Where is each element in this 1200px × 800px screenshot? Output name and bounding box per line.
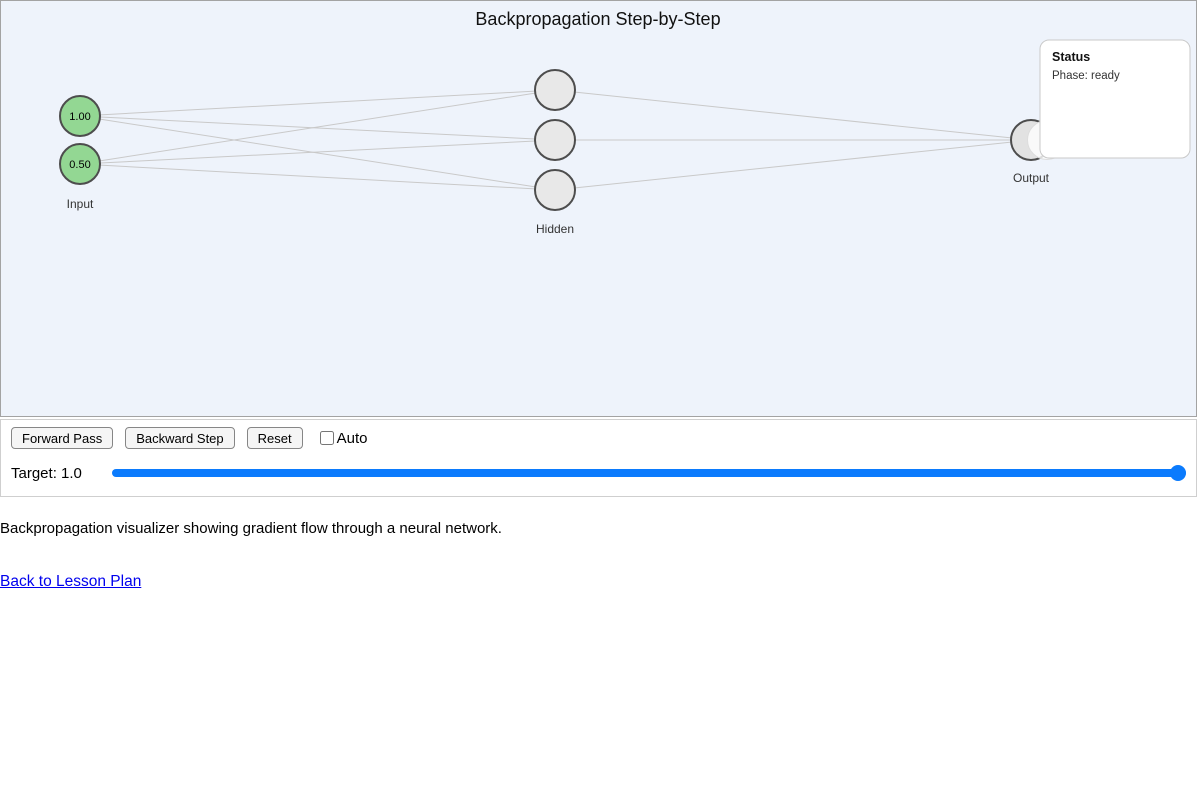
hidden-node-1[interactable] — [534, 69, 576, 111]
canvas-title: Backpropagation Step-by-Step — [475, 9, 720, 29]
input-node-2[interactable] — [59, 143, 101, 185]
status-panel-title: Status — [1052, 50, 1090, 64]
target-slider-row: Target: 1.0 — [11, 464, 1186, 482]
button-row: Forward Pass Backward Step Reset Auto — [11, 427, 1186, 449]
auto-checkbox[interactable] — [319, 431, 334, 445]
edge-i2-h2 — [79, 139, 556, 165]
input-node-2-value: 0.50 — [69, 159, 90, 171]
edges — [79, 89, 1032, 191]
back-link-wrap: Back to Lesson Plan — [0, 573, 1200, 591]
output-layer-label: Output — [1013, 171, 1050, 185]
hidden-node-2[interactable] — [534, 119, 576, 161]
network-svg: Backpropagation Step-by-Step 1.00 0.50 I… — [59, 9, 1191, 236]
edge-i1-h1 — [79, 89, 556, 117]
status-phase-text: Phase: ready — [1052, 70, 1120, 82]
input-layer-label: Input — [67, 197, 94, 211]
control-bar: Forward Pass Backward Step Reset Auto Ta… — [0, 419, 1197, 497]
reset-button[interactable]: Reset — [246, 427, 303, 449]
hidden-node-3[interactable] — [534, 169, 576, 211]
back-to-lesson-plan-link[interactable]: Back to Lesson Plan — [0, 573, 142, 590]
edge-i1-h3 — [79, 115, 556, 191]
hidden-layer-label: Hidden — [536, 222, 574, 236]
edge-i1-h2 — [79, 115, 556, 141]
input-node-1-value: 1.00 — [69, 111, 90, 123]
page-description: Backpropagation visualizer showing gradi… — [0, 520, 502, 537]
target-value-label: Target: 1.0 — [11, 464, 82, 482]
edge-i2-h3 — [79, 163, 556, 191]
forward-pass-button[interactable]: Forward Pass — [11, 427, 114, 449]
auto-checkbox-label: Auto — [336, 429, 368, 447]
backward-step-button[interactable]: Backward Step — [125, 427, 235, 449]
edge-h1-o1 — [554, 89, 1032, 141]
edge-h3-o1 — [554, 139, 1032, 191]
edge-i2-h1 — [79, 89, 556, 165]
input-node-1[interactable] — [59, 95, 101, 137]
status-panel-box — [1039, 39, 1191, 159]
network-canvas: Backpropagation Step-by-Step 1.00 0.50 I… — [0, 0, 1197, 417]
auto-toggle[interactable]: Auto — [319, 429, 368, 447]
status-panel: Status Phase: ready — [1039, 39, 1191, 159]
target-slider[interactable] — [111, 465, 1186, 481]
